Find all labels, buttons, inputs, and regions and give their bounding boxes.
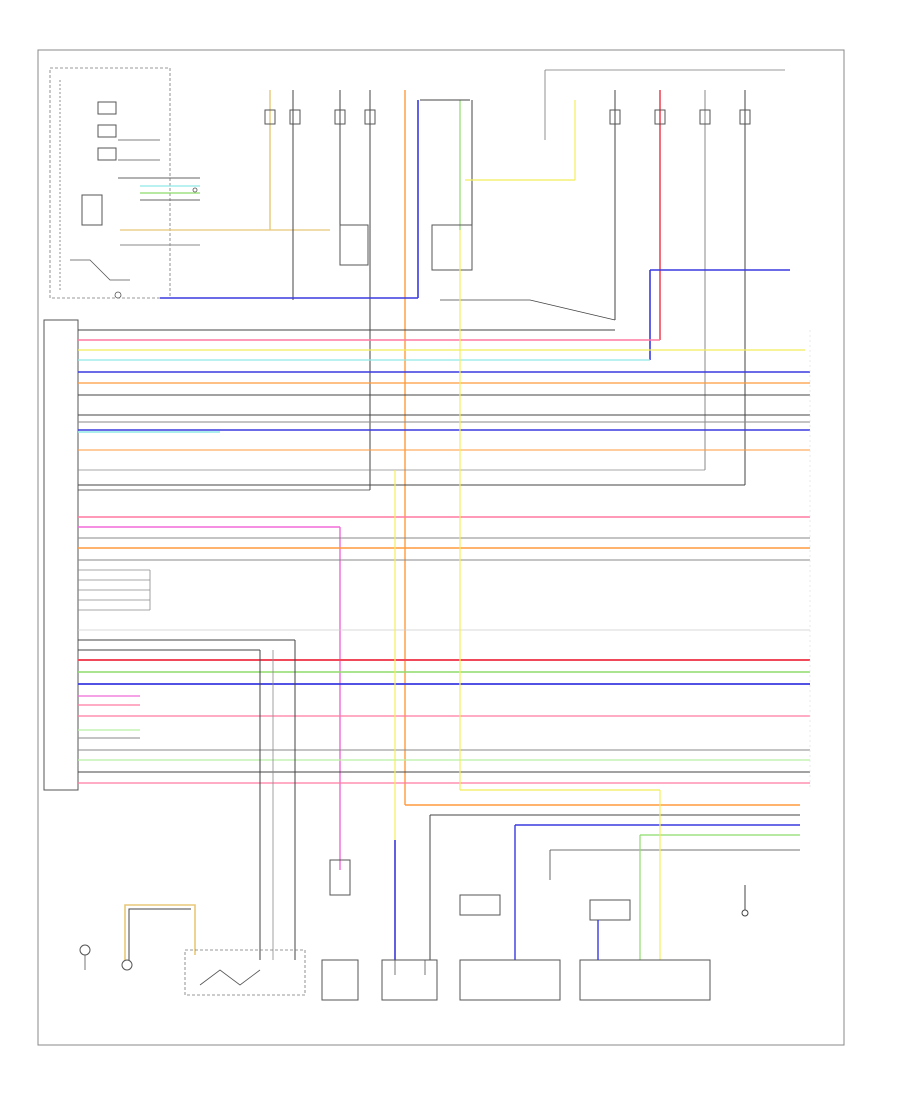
brake-actuator [184, 949, 306, 996]
combination-meter-lower [459, 894, 561, 1001]
stop-lamp-switch [321, 859, 359, 1001]
steering-sensor [579, 899, 711, 1001]
combination-meter [49, 67, 330, 299]
ecm-connector [43, 319, 79, 791]
diagram-frame [37, 49, 845, 1046]
harness-wires [78, 230, 810, 960]
front-speed-sensor-rh [121, 904, 196, 971]
top-fuses [160, 69, 790, 805]
ground [741, 885, 749, 917]
yaw-rate-sensor [381, 959, 438, 1001]
front-speed-sensor-lh [79, 944, 91, 970]
